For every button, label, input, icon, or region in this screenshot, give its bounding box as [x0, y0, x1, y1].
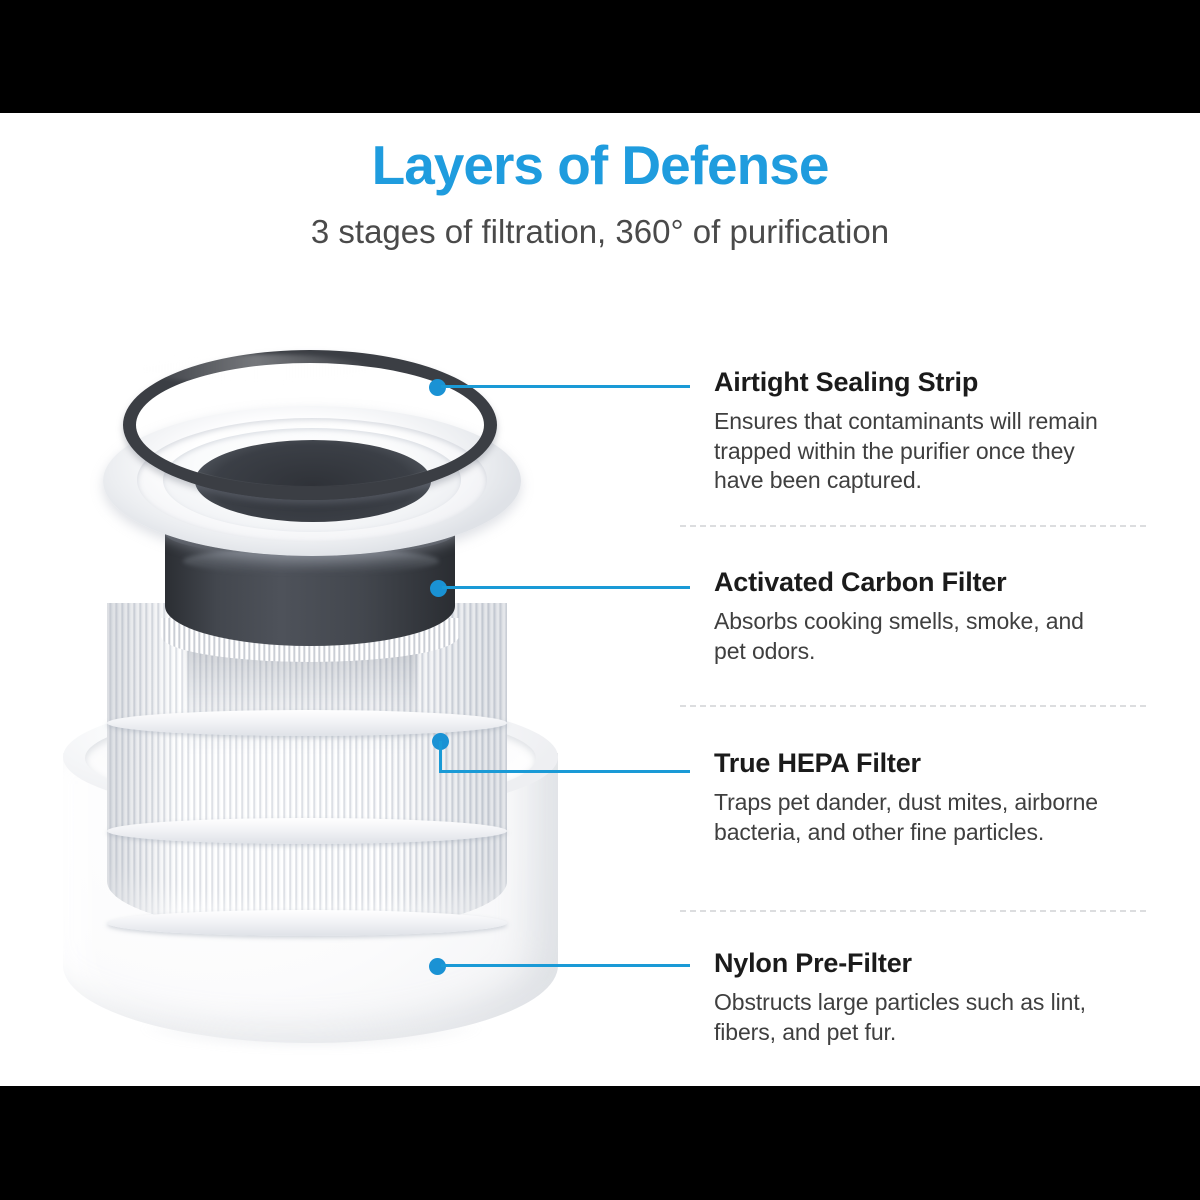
callout-divider-2 — [680, 705, 1146, 707]
airtight-sealing-ring — [123, 350, 497, 500]
callout-dot-nylon-pre-filter[interactable] — [429, 958, 446, 975]
callout-elbow-true-hepa-filter — [439, 741, 442, 773]
callout-line-nylon-pre-filter — [441, 964, 690, 967]
content-area: Layers of Defense 3 stages of filtration… — [0, 113, 1200, 1086]
callout-true-hepa-filter: True HEPA Filter Traps pet dander, dust … — [714, 748, 1114, 847]
callout-body: Obstructs large particles such as lint, … — [714, 988, 1086, 1045]
hepa-band-ring-2 — [107, 818, 507, 844]
callout-dot-airtight-sealing-strip[interactable] — [429, 379, 446, 396]
callout-divider-1 — [680, 525, 1146, 527]
product-illustration — [45, 258, 605, 1068]
callout-activated-carbon-filter: Activated Carbon Filter Absorbs cooking … — [714, 567, 1114, 666]
callout-body: Absorbs cooking smells, smoke, and pet o… — [714, 607, 1084, 664]
page-title: Layers of Defense — [371, 134, 830, 196]
callout-line-true-hepa-filter — [439, 770, 690, 773]
callout-dot-activated-carbon-filter[interactable] — [430, 580, 447, 597]
callout-nylon-pre-filter: Nylon Pre-Filter Obstructs large particl… — [714, 948, 1114, 1047]
hepa-band-ring-1 — [107, 710, 507, 736]
hepa-band-ring-3 — [107, 910, 507, 936]
callout-airtight-sealing-strip: Airtight Sealing Strip Ensures that cont… — [714, 367, 1114, 496]
page-subtitle: 3 stages of filtration, 360° of purifica… — [310, 213, 890, 250]
callout-divider-3 — [680, 910, 1146, 912]
callout-line-activated-carbon-filter — [442, 586, 690, 589]
callout-title: Activated Carbon Filter — [714, 567, 1007, 597]
callout-body: Ensures that contaminants will remain tr… — [714, 407, 1098, 494]
callout-title: True HEPA Filter — [714, 748, 921, 778]
callout-line-airtight-sealing-strip — [441, 385, 690, 388]
callout-title: Airtight Sealing Strip — [714, 367, 979, 397]
callout-title: Nylon Pre-Filter — [714, 948, 912, 978]
callout-body: Traps pet dander, dust mites, airborne b… — [714, 788, 1098, 845]
